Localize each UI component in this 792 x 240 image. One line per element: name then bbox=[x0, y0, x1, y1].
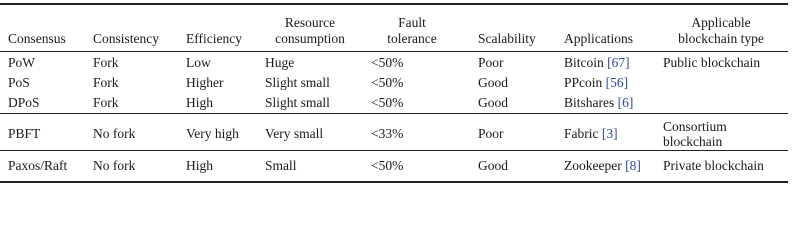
row-dpos-resource: Slight small bbox=[265, 95, 330, 110]
header-fault-line1: Fault bbox=[398, 15, 426, 30]
row-pbft-efficiency: Very high bbox=[186, 126, 239, 141]
group-rule-1 bbox=[0, 113, 788, 114]
row-pos-efficiency: Higher bbox=[186, 75, 224, 90]
citation-link[interactable]: [8] bbox=[625, 158, 641, 173]
row-pow-application: Bitcoin [67] bbox=[564, 56, 630, 70]
app-name: PPcoin bbox=[564, 75, 603, 90]
citation-link[interactable]: [67] bbox=[607, 55, 630, 70]
row-pos-fault: <50% bbox=[371, 75, 404, 90]
header-scalability: Scalability bbox=[478, 31, 536, 46]
row-pbft-type-line1: Consortium bbox=[663, 119, 727, 134]
header-efficiency: Efficiency bbox=[186, 31, 242, 46]
row-pow-consistency: Fork bbox=[93, 55, 119, 70]
group-rule-2 bbox=[0, 150, 788, 151]
header-applications: Applications bbox=[564, 31, 633, 46]
row-pbft-fault: <33% bbox=[371, 126, 404, 141]
header-fault-line2: tolerance bbox=[387, 31, 437, 46]
app-name: Bitcoin bbox=[564, 55, 604, 70]
row-dpos-consistency: Fork bbox=[93, 95, 119, 110]
row-pow-efficiency: Low bbox=[186, 55, 211, 70]
row-pbft-consensus: PBFT bbox=[8, 126, 41, 141]
header-rule bbox=[0, 51, 788, 52]
header-consensus: Consensus bbox=[8, 31, 66, 46]
bottom-rule bbox=[0, 181, 788, 183]
row-pbft-application: Fabric [3] bbox=[564, 127, 618, 141]
top-rule bbox=[0, 3, 788, 5]
row-dpos-application: Bitshares [6] bbox=[564, 96, 633, 110]
row-pbft-scalability: Poor bbox=[478, 126, 504, 141]
citation-link[interactable]: [6] bbox=[617, 95, 634, 110]
header-resource-line2: consumption bbox=[275, 31, 345, 46]
row-paxos-consensus: Paxos/Raft bbox=[8, 158, 68, 173]
row-pow-consensus: PoW bbox=[8, 55, 35, 70]
citation-link[interactable]: [56] bbox=[605, 75, 629, 90]
app-name: Zookeeper bbox=[564, 158, 622, 173]
row-dpos-scalability: Good bbox=[478, 95, 508, 110]
row-dpos-efficiency: High bbox=[186, 95, 213, 110]
row-paxos-consistency: No fork bbox=[93, 158, 136, 173]
row-pos-resource: Slight small bbox=[265, 75, 330, 90]
row-dpos-fault: <50% bbox=[371, 95, 404, 110]
row-pow-fault: <50% bbox=[371, 55, 404, 70]
header-type-line1: Applicable bbox=[691, 15, 751, 30]
row-pow-type: Public blockchain bbox=[663, 55, 761, 70]
row-dpos-consensus: DPoS bbox=[8, 95, 40, 110]
row-paxos-fault: <50% bbox=[371, 158, 404, 173]
citation-link[interactable]: [3] bbox=[601, 126, 618, 141]
app-name: Fabric bbox=[564, 126, 599, 141]
row-pos-consensus: PoS bbox=[8, 75, 30, 90]
row-pos-scalability: Good bbox=[478, 75, 508, 90]
row-paxos-scalability: Good bbox=[478, 158, 508, 173]
row-pbft-type-line2: blockchain bbox=[663, 134, 723, 149]
row-paxos-resource: Small bbox=[265, 158, 297, 173]
row-pos-application: PPcoin [56] bbox=[564, 76, 628, 90]
header-type-line2: blockchain type bbox=[678, 31, 764, 46]
header-resource-line1: Resource bbox=[284, 15, 336, 30]
row-pow-resource: Huge bbox=[265, 55, 295, 70]
app-name: Bitshares bbox=[564, 95, 615, 110]
row-paxos-application: Zookeeper [8] bbox=[564, 159, 641, 173]
row-paxos-efficiency: High bbox=[186, 158, 213, 173]
row-pbft-consistency: No fork bbox=[93, 126, 136, 141]
row-pow-scalability: Poor bbox=[478, 55, 504, 70]
header-consistency: Consistency bbox=[93, 31, 159, 46]
row-paxos-type: Private blockchain bbox=[663, 158, 764, 173]
row-pos-consistency: Fork bbox=[93, 75, 119, 90]
row-pbft-resource: Very small bbox=[265, 126, 324, 141]
